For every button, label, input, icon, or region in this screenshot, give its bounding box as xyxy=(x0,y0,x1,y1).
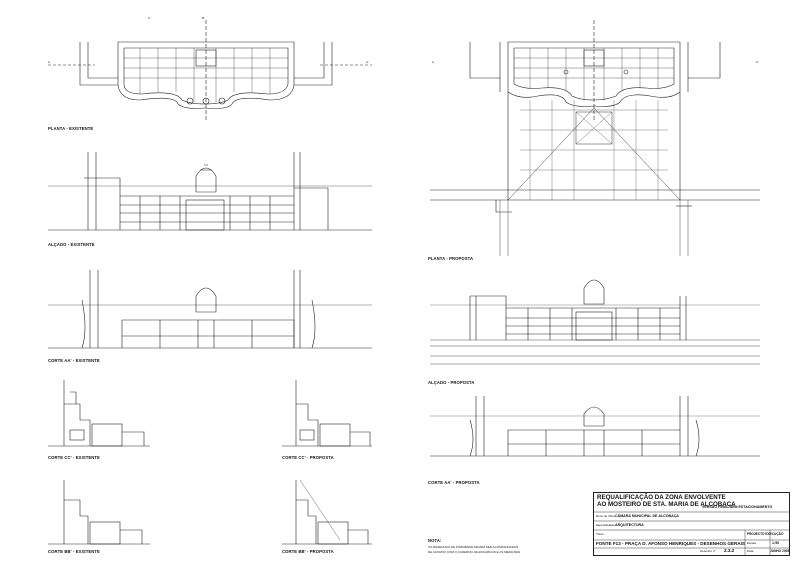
sheet-number: 2.3.2 xyxy=(724,548,735,553)
planta-existente-drawing xyxy=(48,20,372,120)
drawing-title: FONTE F13 - PRAÇA D. AFONSO HENRIQUES - … xyxy=(596,541,745,546)
nota-line-1: OS DESENHOS DE PORMENOR DEVEM SER ACOMPA… xyxy=(428,545,519,549)
label-corte-bb-proposta: CORTE BB' - PROPOSTA xyxy=(282,549,334,554)
corte-cc-existente-drawing xyxy=(48,380,150,447)
project-title: REQUALIFICAÇÃO DA ZONA ENVOLVENTE AO MOS… xyxy=(597,494,736,508)
version-label: VERSÃO FINAL SEM ESTACIONAMENTO xyxy=(702,505,773,509)
date-label: Data xyxy=(747,549,754,553)
corte-bb-existente-drawing xyxy=(48,480,150,545)
corte-bb-proposta-drawing xyxy=(282,479,372,545)
label-corte-cc-proposta: CORTE CC' - PROPOSTA xyxy=(282,455,334,460)
alcado-existente-drawing xyxy=(48,152,372,231)
corte-aa-proposta-drawing xyxy=(430,396,760,457)
label-corte-aa-existente: CORTE AA' - EXISTENTE xyxy=(48,358,100,363)
label-alcado-proposta: ALÇADO - PROPOSTA xyxy=(428,380,475,385)
section-mark-a-right: A' xyxy=(366,60,369,64)
corte-aa-existente-drawing xyxy=(48,270,372,349)
owner-label: Dono de Obra xyxy=(596,514,615,518)
nota-title: NOTA: xyxy=(428,538,442,543)
corte-cc-proposta-drawing xyxy=(282,380,372,447)
alcado-proposta-drawing xyxy=(430,279,760,365)
specialty-label: Especialidade xyxy=(596,523,615,527)
owner-value: CÂMARA MUNICIPAL DE ALCOBAÇA xyxy=(615,514,679,518)
project-title-line-1: REQUALIFICAÇÃO DA ZONA ENVOLVENTE xyxy=(597,494,726,501)
label-corte-bb-existente: CORTE BB' - EXISTENTE xyxy=(48,549,100,554)
label-corte-aa-proposta: CORTE AA' - PROPOSTA xyxy=(428,480,480,485)
section-mark-c: C' xyxy=(148,16,151,20)
drawing-label: Título xyxy=(596,532,604,536)
sheet-label: Desenho nº xyxy=(700,549,716,553)
date-value: JUNHO 2005 xyxy=(770,549,790,553)
section-mark-a-proposta-left: A xyxy=(432,60,435,64)
label-corte-cc-existente: CORTE CC' - EXISTENTE xyxy=(48,455,100,460)
title-block xyxy=(593,492,790,556)
label-alcado-existente: ALÇADO - EXISTENTE xyxy=(48,242,95,247)
nota-line-2: DE ACORDO COM O CADERNO DE ENCARGOS E AS… xyxy=(428,550,521,554)
planta-proposta-drawing xyxy=(430,20,760,256)
specialty-value: ARQUITECTURA xyxy=(615,523,644,527)
label-planta-proposta: PLANTA - PROPOSTA xyxy=(428,256,474,261)
section-mark-b: B' xyxy=(202,16,205,20)
label-planta-existente: PLANTA - EXISTENTE xyxy=(48,126,94,131)
section-mark-a-proposta-right: A' xyxy=(756,60,759,64)
project-title-line-2: AO MOSTEIRO DE STA. MARIA DE ALCOBAÇA xyxy=(597,501,736,508)
scale-value: 1:50 xyxy=(772,541,780,545)
title-block-grid xyxy=(593,511,790,556)
section-mark-a-left: A xyxy=(48,60,51,64)
phase-value: PROJECTO EXECUÇÃO xyxy=(747,532,784,536)
scale-label: Escala xyxy=(747,541,757,545)
